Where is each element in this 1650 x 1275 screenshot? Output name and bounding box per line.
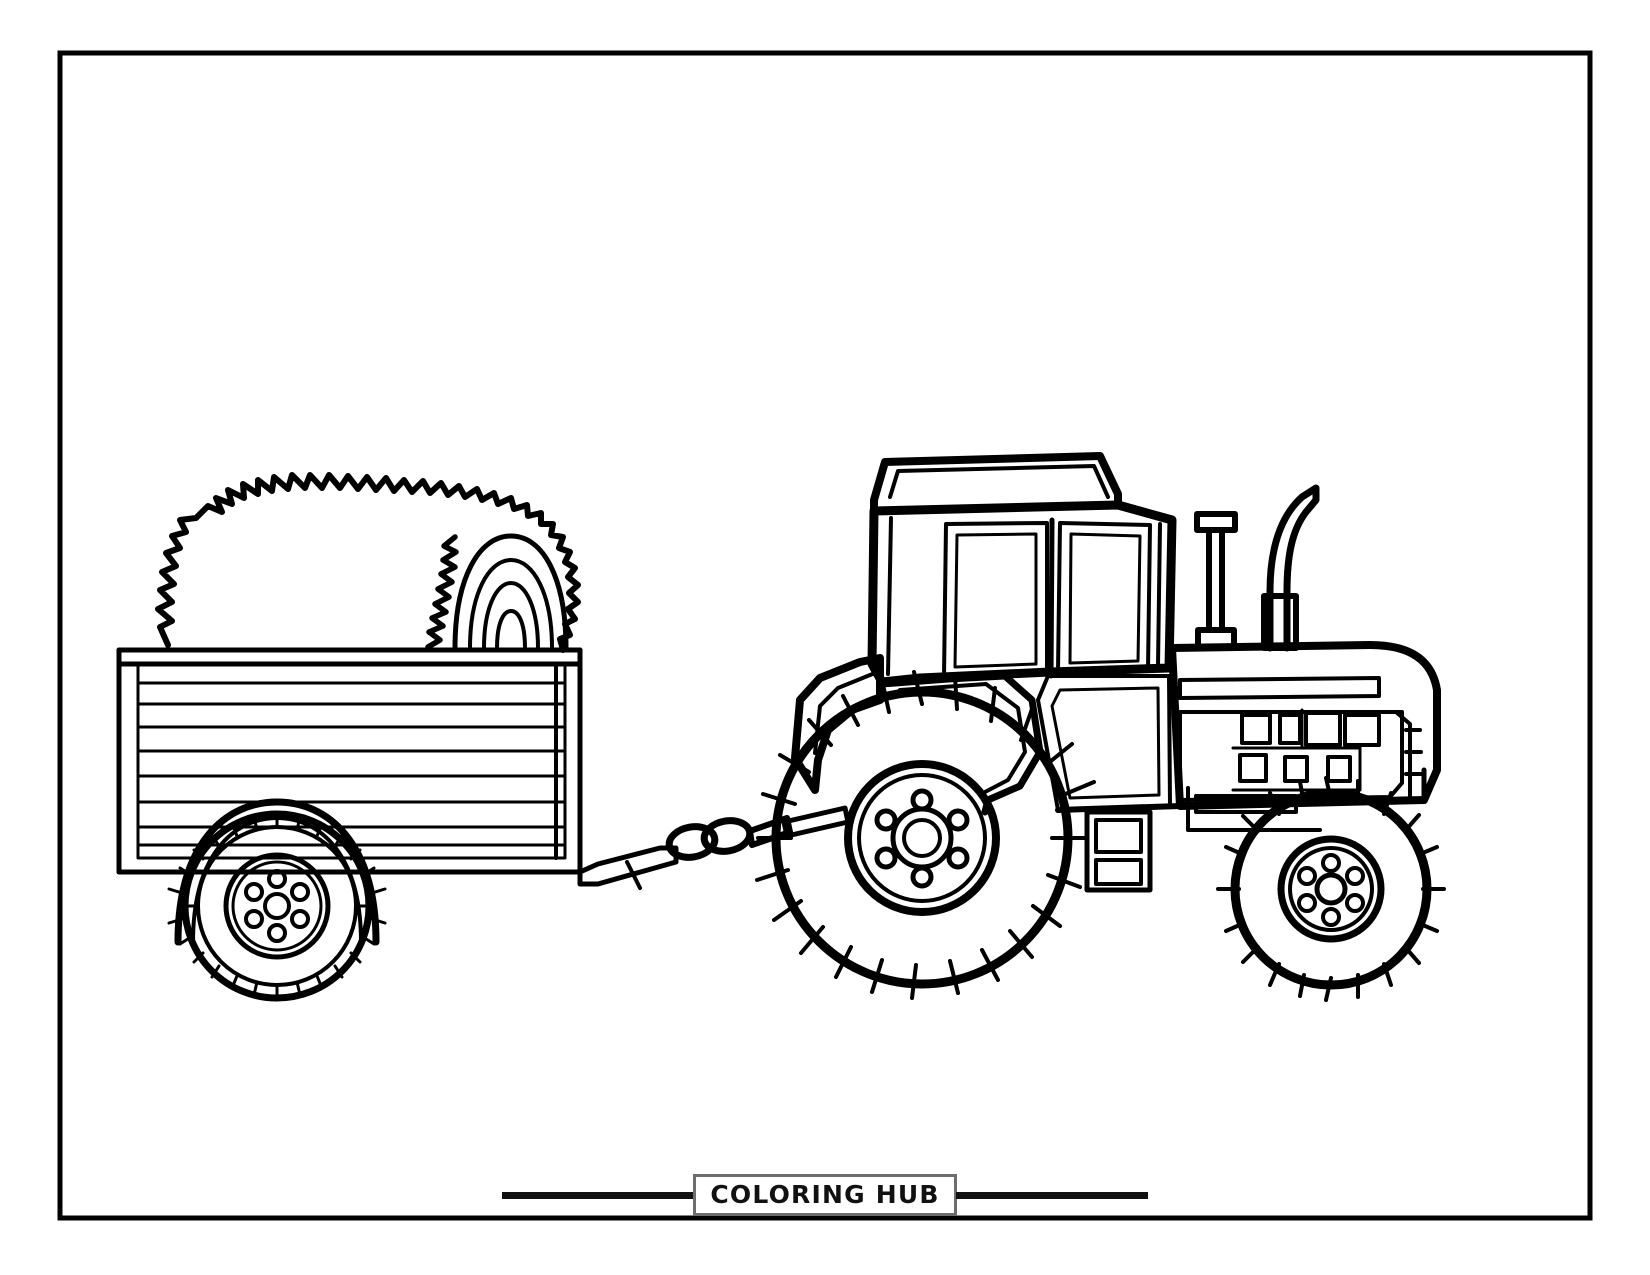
hay-bale-outline	[155, 472, 581, 653]
rear-wheel	[755, 670, 1096, 1000]
trailer-hub-inner	[231, 860, 323, 952]
trailer-hub-outer	[223, 852, 331, 960]
cab-window-frame	[886, 516, 1162, 676]
cab-step-upper	[1094, 818, 1143, 854]
air-intake-cap	[1194, 511, 1238, 533]
rear-tire-tread	[755, 670, 1096, 1000]
front-hub-inner	[1288, 846, 1374, 932]
exhaust-pipe	[1266, 484, 1320, 652]
cab-window-left-inner	[953, 532, 1038, 669]
hay-bale-seam	[425, 534, 459, 650]
cab-step-box	[1084, 809, 1153, 893]
cab-lower-rear	[868, 660, 1044, 816]
chain-link-1	[665, 823, 719, 861]
rear-hub-inner	[857, 773, 987, 903]
hood-panel-divider	[1231, 746, 1362, 792]
hay-bale-ring-4	[495, 609, 527, 650]
hood-top	[1168, 641, 1441, 810]
front-tire-tread	[1216, 776, 1446, 1002]
cab-window-divider	[1048, 517, 1055, 679]
cab-window-right-inner	[1068, 532, 1142, 665]
hay-bale-ring-3	[482, 581, 540, 650]
rear-hub-outer	[844, 760, 1000, 916]
trailer-hub-center	[263, 892, 291, 920]
exhaust-base	[1261, 593, 1299, 651]
front-hub-outer	[1277, 835, 1385, 943]
cab-base-rail	[1055, 803, 1183, 813]
hood-trim-strip	[1178, 676, 1381, 700]
hood-vent-row-upper	[1240, 711, 1381, 747]
rear-hub-bolts	[874, 788, 970, 889]
cab-step-lower	[1094, 858, 1143, 886]
hood-lower-panel	[1186, 786, 1322, 832]
page-border	[57, 50, 1593, 1221]
air-intake	[1194, 511, 1238, 651]
rear-hub-center-hole	[902, 818, 942, 858]
cab-roof-inner	[888, 464, 1110, 499]
hood-side-panel	[1178, 710, 1404, 802]
front-hub-center	[1314, 872, 1348, 906]
hood-grille-slot	[1194, 794, 1298, 814]
hood-vent-row-lower	[1238, 753, 1352, 783]
exhaust-stack	[1261, 484, 1320, 652]
trailer-tongue-brace	[625, 860, 642, 890]
trailer-tire-tread	[167, 812, 387, 1000]
hay-bale-ring-2	[468, 558, 554, 650]
trailer-wheel	[167, 798, 387, 1002]
cab-door-inner	[1050, 686, 1161, 800]
cab-window-left	[942, 521, 1049, 679]
front-hub-bolts	[1297, 853, 1365, 927]
tractor-body	[791, 452, 1441, 893]
air-intake-base	[1195, 627, 1237, 651]
hay-bale-ring-1	[452, 533, 569, 651]
trailer-hub-bolts	[244, 869, 310, 943]
hay-bale	[155, 472, 581, 653]
front-wheel	[1216, 776, 1446, 1002]
front-grille-ladder	[1394, 710, 1423, 802]
cab-window-right	[1056, 521, 1152, 674]
